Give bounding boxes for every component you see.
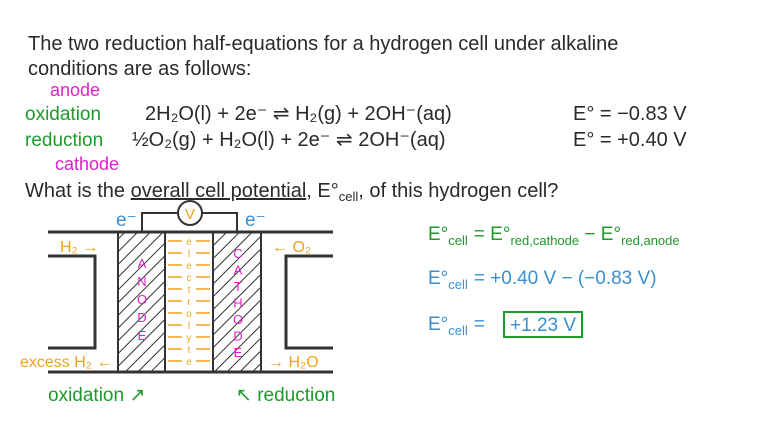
electrolyte-letter: t xyxy=(188,345,191,356)
reduction-arrow-label: ↖ reduction xyxy=(236,385,335,406)
electrolyte-letter: y xyxy=(187,333,192,344)
electron-left: e⁻ xyxy=(116,210,137,231)
cathode-letter: C xyxy=(233,246,242,261)
cathode-letter: T xyxy=(234,279,242,294)
anode-letter: A xyxy=(138,256,147,271)
cathode-letter: O xyxy=(233,312,243,327)
excess-h2-outlet: excess H₂ ← xyxy=(20,354,112,371)
fuel-cell-diagram: V e⁻ e⁻ H₂ → ← O₂ excess H₂ ← → H₂O ANOD… xyxy=(20,200,335,406)
cathode-letter: E xyxy=(234,345,243,360)
intro-line-2: conditions are as follows: xyxy=(28,58,251,80)
reduction-potential: E° = +0.40 V xyxy=(573,129,687,151)
cathode-letter: H xyxy=(233,296,242,311)
anode-letter: O xyxy=(137,292,147,307)
electrolyte-letter: e xyxy=(186,261,192,272)
right-gas-chamber xyxy=(284,254,333,350)
electrolyte-letter: c xyxy=(187,273,192,284)
cathode-letter: D xyxy=(233,329,242,344)
anode-letter: N xyxy=(137,274,146,289)
oxidation-equation: 2H₂O(l) + 2e⁻ ⇌ H₂(g) + 2OH⁻(aq) xyxy=(145,103,452,125)
oxidation-arrow-label: oxidation ↗ xyxy=(48,385,145,406)
electrolyte-letter: o xyxy=(186,309,192,320)
voltmeter-label: V xyxy=(185,206,195,223)
question: What is the overall cell potential, E°ce… xyxy=(25,180,558,204)
voltmeter-icon xyxy=(177,200,203,226)
left-gas-chamber xyxy=(48,254,97,350)
electrolyte-letter: t xyxy=(188,285,191,296)
answer-value: +1.23 V xyxy=(510,315,576,336)
anode-note: anode xyxy=(50,80,100,100)
substitution: E°cell= +0.40 V − (−0.83 V) xyxy=(428,268,657,292)
anode-letter: D xyxy=(137,310,146,325)
anode-letter: E xyxy=(138,328,147,343)
oxidation-label: oxidation xyxy=(25,104,101,125)
anode-electrode xyxy=(117,231,166,373)
electron-right: e⁻ xyxy=(245,210,266,231)
answer-box xyxy=(503,311,583,338)
h2-inlet: H₂ → xyxy=(60,239,98,256)
formula: E°cell= E°red,cathode − E°red,anode xyxy=(428,224,680,248)
wire-left xyxy=(141,212,178,232)
electrolyte-dashes xyxy=(168,240,210,362)
cathode-note: cathode xyxy=(55,154,119,174)
electrolyte-letter: l xyxy=(188,249,190,260)
electrolyte-letter: l xyxy=(188,321,190,332)
electrolyte-letter: e xyxy=(186,357,192,368)
reduction-label: reduction xyxy=(25,130,103,151)
answer-line: E°cell= xyxy=(428,314,485,338)
intro-line-1: The two reduction half-equations for a h… xyxy=(28,33,618,55)
electrolyte-letter: e xyxy=(186,237,192,248)
wire-right xyxy=(202,212,238,232)
cathode-letter: A xyxy=(234,263,243,278)
water-outlet: → H₂O xyxy=(268,354,319,371)
oxidation-potential: E° = −0.83 V xyxy=(573,103,687,125)
electrolyte-letter: r xyxy=(187,297,191,308)
reduction-equation: ½O₂(g) + H₂O(l) + 2e⁻ ⇌ 2OH⁻(aq) xyxy=(132,129,445,151)
o2-inlet: ← O₂ xyxy=(272,239,311,256)
